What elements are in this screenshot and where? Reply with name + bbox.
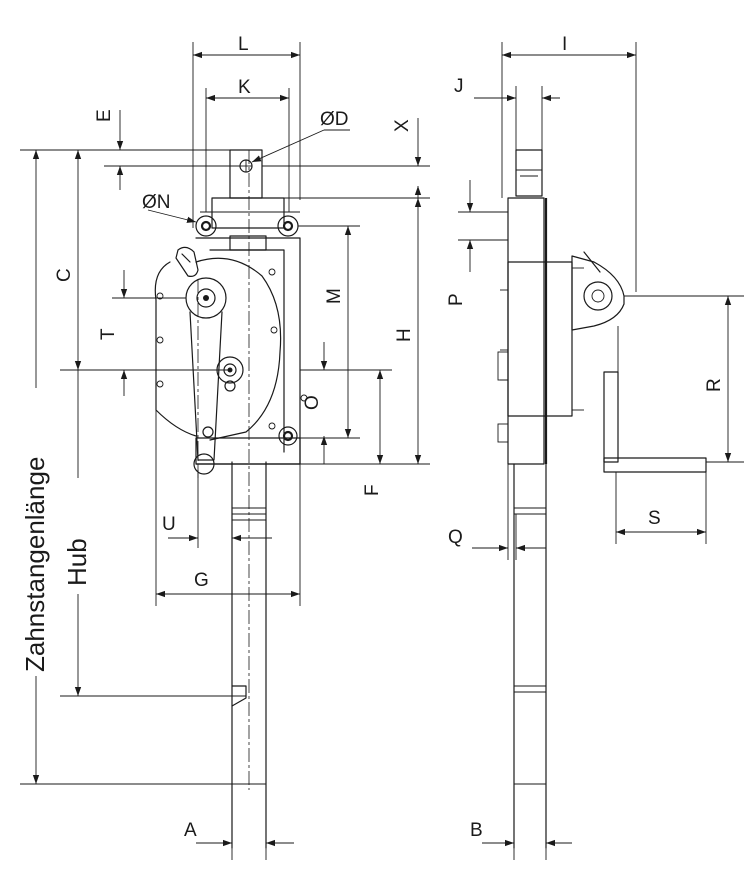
front-view: L K E X ØD: [20, 34, 430, 860]
label-S: S: [648, 508, 661, 529]
dimension-X: X: [262, 118, 430, 200]
rack-front: [231, 150, 267, 849]
label-rack-length: Zahnstangenlänge: [20, 457, 50, 672]
label-N: ØN: [142, 192, 171, 213]
dimension-P: P: [446, 180, 508, 306]
label-R: R: [704, 378, 725, 392]
dimension-H: H: [284, 197, 430, 465]
label-L: L: [238, 34, 249, 55]
dimension-L: L: [192, 34, 301, 228]
dimension-E: E: [94, 109, 240, 190]
label-Q: Q: [448, 527, 463, 548]
label-G: G: [194, 570, 209, 591]
label-D: ØD: [320, 109, 349, 130]
dimension-U: U: [162, 470, 272, 548]
label-O: O: [302, 395, 323, 410]
label-C: C: [54, 268, 75, 282]
label-M: M: [324, 288, 345, 304]
dimension-R: R: [624, 295, 744, 463]
label-I: I: [562, 34, 567, 55]
upper-bracket: [195, 197, 300, 251]
housing-side: [497, 197, 584, 465]
dimension-I: I: [501, 34, 637, 292]
dimension-K: K: [205, 77, 290, 212]
dimension-C: C: [54, 149, 230, 371]
label-K: K: [238, 77, 251, 98]
label-B: B: [470, 820, 483, 841]
dimension-A: A: [184, 790, 294, 860]
dimension-F: F: [300, 369, 392, 496]
label-E: E: [94, 109, 115, 122]
dimension-rack-length: Zahnstangenlänge: [20, 149, 266, 785]
dimension-O: O: [302, 342, 328, 464]
dimension-S: S: [615, 472, 707, 544]
housing-front: [154, 237, 308, 465]
side-view: I J P R S: [446, 34, 744, 860]
dimension-T: T: [98, 270, 186, 396]
crank-lever-front: [175, 246, 244, 480]
crank-side: [571, 251, 707, 473]
label-U: U: [162, 514, 176, 535]
label-P: P: [446, 293, 467, 306]
dimension-hub: Hub: [60, 370, 246, 697]
rack-side: [513, 149, 547, 849]
leader-N: ØN: [142, 192, 197, 223]
label-T: T: [98, 328, 119, 340]
label-stroke: Hub: [62, 538, 92, 586]
dimension-B: B: [470, 800, 572, 860]
label-H: H: [394, 328, 415, 342]
dimension-J: J: [454, 76, 560, 150]
dimension-G: G: [155, 410, 301, 606]
dimension-Q: Q: [448, 464, 546, 560]
leader-D: ØD: [251, 109, 350, 163]
label-A: A: [184, 820, 197, 841]
dimension-M: M: [298, 225, 360, 439]
label-X: X: [392, 119, 413, 132]
label-J: J: [454, 76, 464, 97]
lifting-eye: [229, 149, 263, 199]
label-F: F: [362, 484, 383, 496]
